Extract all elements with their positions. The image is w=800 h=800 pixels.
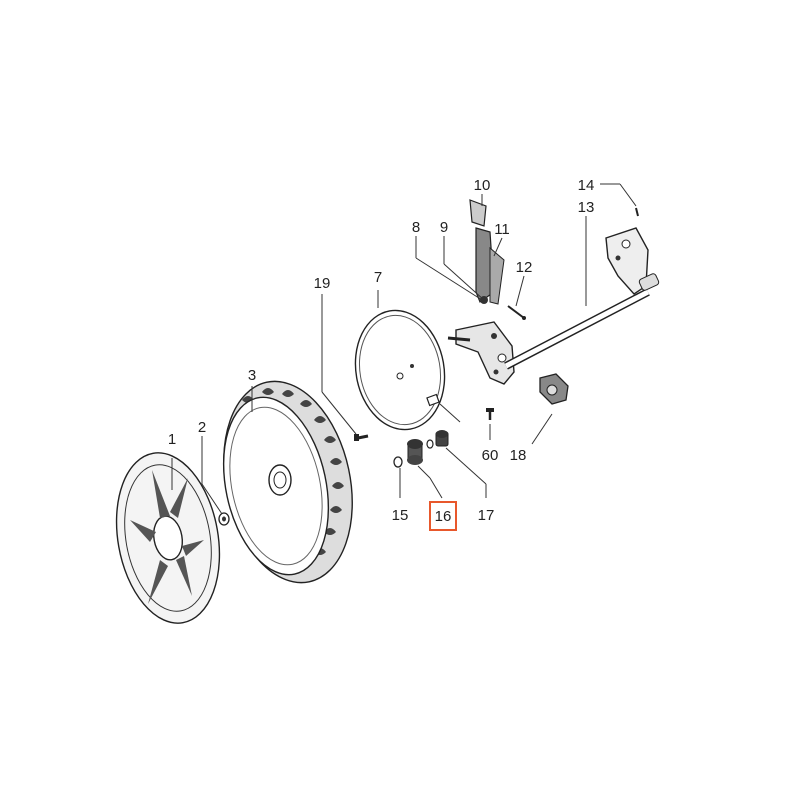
callout-2: 2 — [198, 419, 206, 436]
pinion-gear-part — [407, 439, 423, 465]
callout-3: 3 — [248, 367, 256, 384]
callout-11: 11 — [494, 221, 510, 238]
callout-7: 7 — [374, 269, 382, 286]
screw-part — [354, 434, 369, 441]
axle-rod-part — [504, 288, 650, 370]
callout-18: 18 — [510, 447, 527, 464]
screw-60-part — [486, 408, 494, 420]
gear-cover-part — [354, 309, 446, 431]
callout-14: 14 — [578, 177, 595, 194]
callout-15: 15 — [392, 507, 409, 524]
callout-8: 8 — [412, 219, 420, 236]
wheel-part — [222, 380, 353, 584]
callout-9: 9 — [440, 219, 448, 236]
nut-part — [218, 512, 230, 526]
mounting-plate-part — [447, 321, 515, 385]
callout-1: 1 — [168, 431, 176, 448]
callout-10: 10 — [474, 177, 491, 194]
callout-12: 12 — [516, 259, 533, 276]
callout-labels: 1 2 3 7 8 9 10 11 12 13 14 15 16 17 18 1… — [168, 177, 595, 531]
end-bracket-part — [605, 207, 660, 295]
hubcap-part — [115, 452, 221, 624]
callout-16-highlight-box — [429, 501, 457, 531]
callout-19: 19 — [314, 275, 331, 292]
leader-lines — [171, 183, 637, 515]
drive-gear-part — [426, 430, 449, 449]
callout-17: 17 — [478, 507, 495, 524]
callout-13: 13 — [578, 199, 595, 216]
callout-60: 60 — [482, 447, 499, 464]
adjust-knob-part — [539, 373, 569, 405]
washer-part — [393, 456, 403, 468]
height-adjuster-part — [469, 199, 526, 320]
callout-16: 16 — [435, 508, 452, 525]
